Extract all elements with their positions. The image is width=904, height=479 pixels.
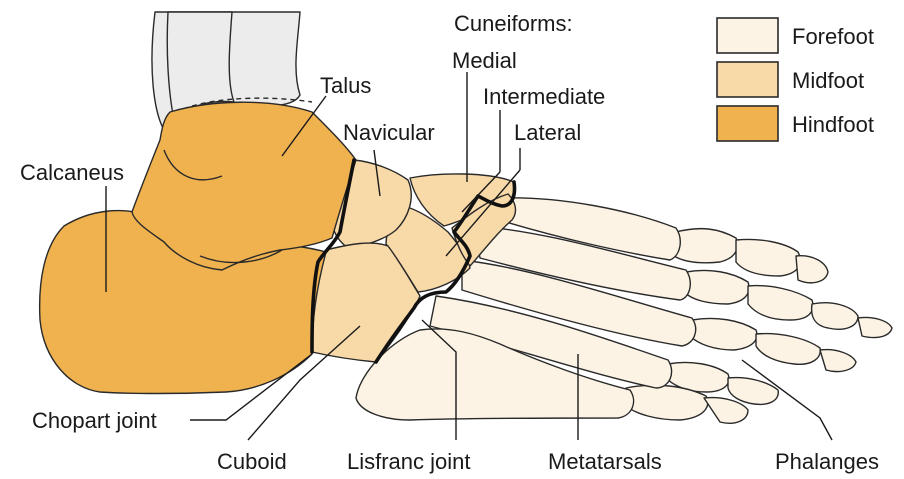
forefoot-legend-label: Forefoot (792, 24, 874, 49)
phalanx-bone-8 (690, 318, 757, 350)
phalanx-bone-10 (820, 350, 856, 372)
phalanx-bone-9 (756, 334, 820, 365)
legend: Forefoot Midfoot Hindfoot (717, 18, 874, 141)
phalanx-bone-7 (858, 317, 892, 337)
metatarsals-label: Metatarsals (548, 449, 662, 474)
navicular-label: Navicular (343, 120, 435, 145)
phalanx-bone-6 (812, 303, 858, 330)
chopart-joint-label: Chopart joint (32, 408, 157, 433)
lateral-cuneiform-label: Lateral (514, 120, 581, 145)
phalanx-bone-5 (748, 286, 813, 320)
cuneiforms-heading: Cuneiforms: (454, 11, 573, 36)
talus-label: Talus (320, 73, 371, 98)
calcaneus-label: Calcaneus (20, 160, 124, 185)
hindfoot-bones (40, 102, 356, 393)
phalanx-bone-4 (684, 270, 749, 304)
forefoot-swatch (717, 18, 778, 53)
phalanx-bone-3 (796, 256, 828, 283)
cuboid-label: Cuboid (217, 449, 287, 474)
hindfoot-swatch (717, 106, 778, 141)
lisfranc-joint-label: Lisfranc joint (347, 449, 471, 474)
medial-cuneiform-label: Medial (452, 48, 517, 73)
midfoot-swatch (717, 62, 778, 97)
intermediate-cuneiform-label: Intermediate (483, 84, 605, 109)
midfoot-legend-label: Midfoot (792, 68, 864, 93)
phalanges-label: Phalanges (775, 449, 879, 474)
phalanx-bone-2 (736, 240, 800, 277)
hindfoot-legend-label: Hindfoot (792, 112, 874, 137)
phalanx-bone-1 (674, 229, 737, 263)
